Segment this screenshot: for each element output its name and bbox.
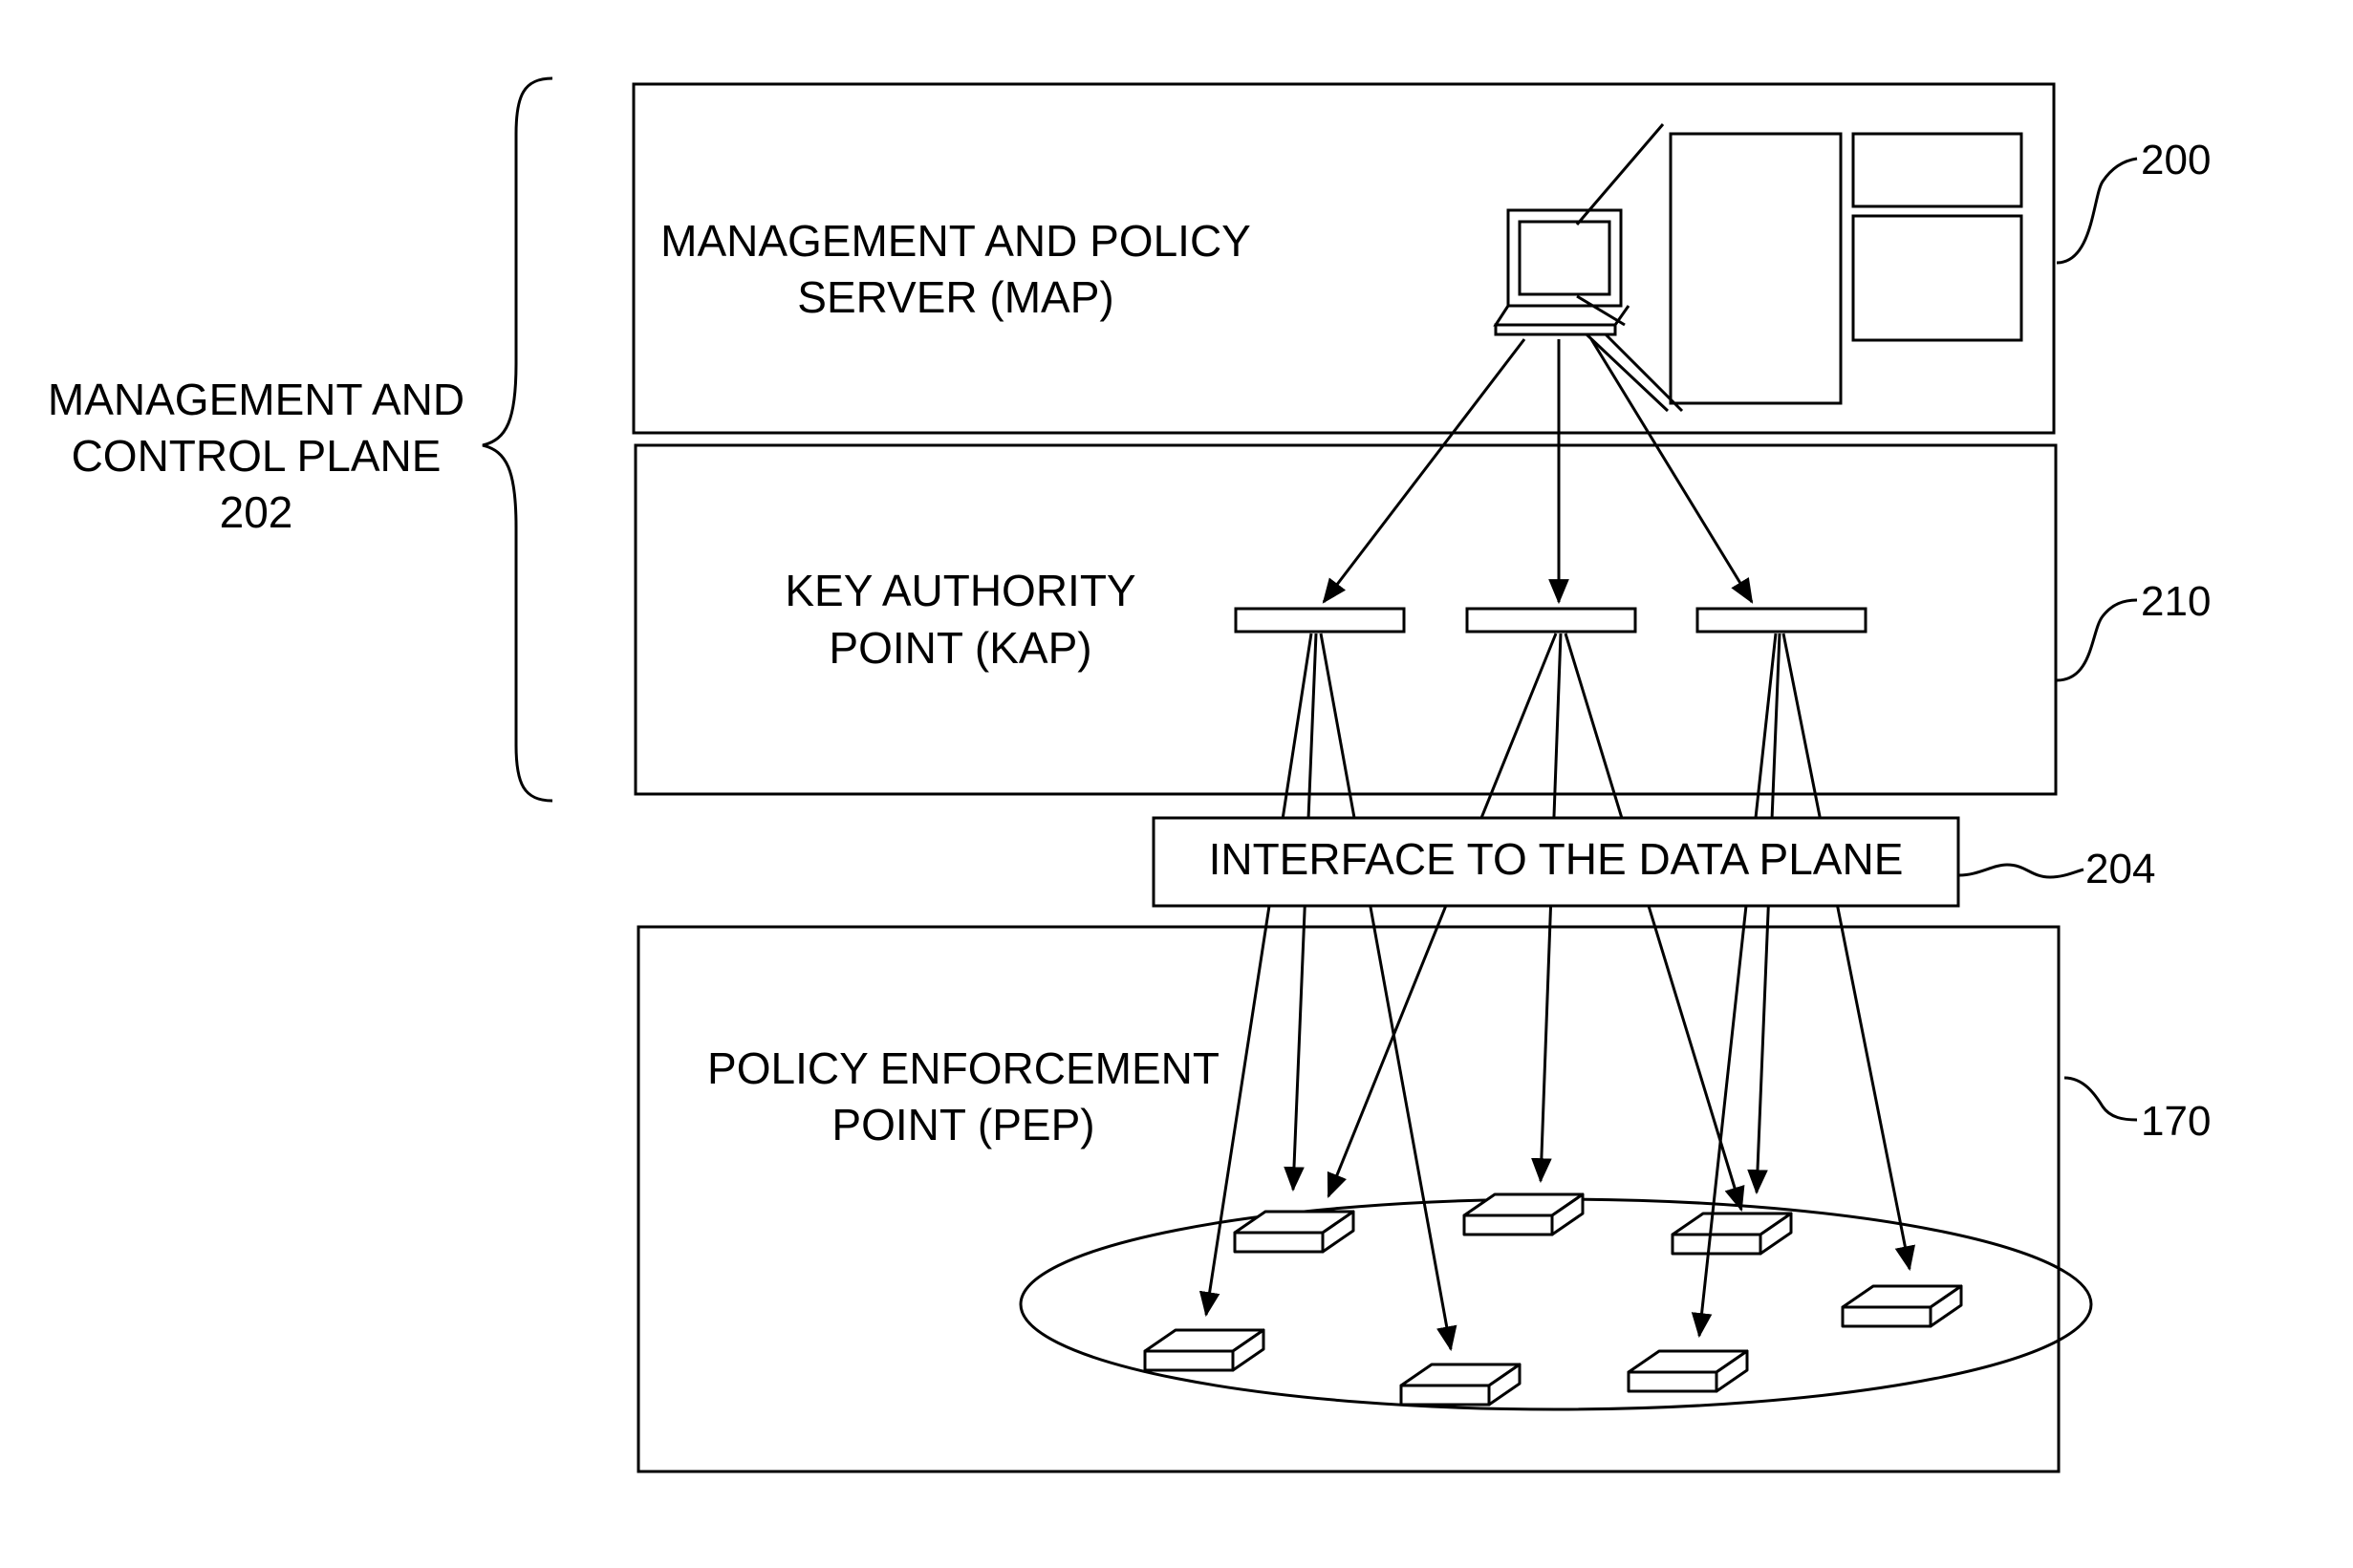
pep-ref: 170 bbox=[2141, 1098, 2211, 1145]
kap-ref: 210 bbox=[2141, 578, 2211, 625]
pep-device bbox=[1401, 1364, 1520, 1405]
pep-device bbox=[1843, 1286, 1961, 1326]
kap-label-line2: POINT (KAP) bbox=[829, 623, 1091, 673]
map-ref: 200 bbox=[2141, 137, 2211, 183]
plane-label-line2: CONTROL PLANE bbox=[72, 431, 442, 481]
pep-layer-box bbox=[638, 927, 2059, 1471]
plane-ref: 202 bbox=[220, 487, 293, 537]
pep-device bbox=[1145, 1330, 1263, 1370]
laptop-icon bbox=[1496, 124, 1682, 411]
map-label-line1: MANAGEMENT AND POLICY bbox=[660, 216, 1251, 266]
pep-devices bbox=[1145, 1194, 1961, 1405]
pep-label-line2: POINT (PEP) bbox=[831, 1100, 1094, 1149]
interface-ref: 204 bbox=[2085, 846, 2155, 892]
interface-ref-leader bbox=[1959, 865, 2083, 877]
interface-label: INTERFACE TO THE DATA PLANE bbox=[1209, 834, 1904, 884]
kap-device bbox=[1697, 609, 1866, 632]
pep-ref-leader bbox=[2064, 1078, 2137, 1120]
map-ref-leader bbox=[2057, 159, 2137, 263]
pep-device bbox=[1673, 1214, 1791, 1254]
screen-panels-icon bbox=[1671, 134, 2021, 403]
kap-label-line1: KEY AUTHORITY bbox=[785, 566, 1135, 615]
plane-label-line1: MANAGEMENT AND bbox=[48, 375, 464, 424]
kap-device bbox=[1236, 609, 1404, 632]
plane-brace bbox=[483, 78, 552, 801]
map-label-line2: SERVER (MAP) bbox=[797, 272, 1113, 322]
kap-device bbox=[1467, 609, 1635, 632]
kap-ref-leader bbox=[2057, 600, 2137, 680]
pep-device bbox=[1629, 1351, 1747, 1391]
map-to-kap-arrows bbox=[1324, 339, 1752, 602]
pep-label-line1: POLICY ENFORCEMENT bbox=[707, 1043, 1220, 1093]
